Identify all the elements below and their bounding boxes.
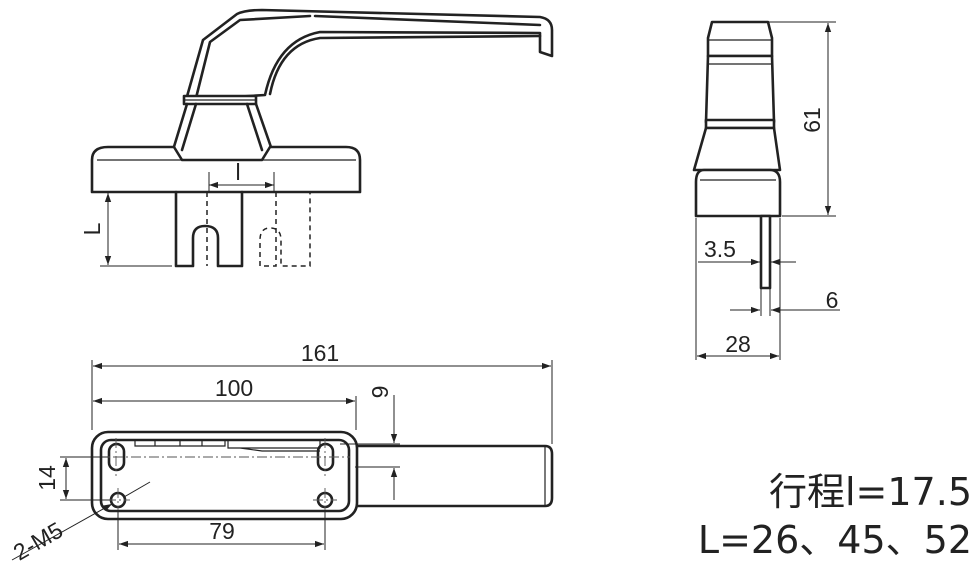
front-view: l L	[79, 8, 554, 268]
bottom-base-outer	[90, 430, 359, 521]
dim-2-M5: 2-M5	[9, 517, 67, 565]
side-top-cap	[706, 20, 774, 58]
dim-l: l	[235, 159, 240, 185]
dim-6: 6	[826, 287, 839, 313]
lever-arm	[184, 8, 554, 102]
bottom-view: 161 100 9 14 79 2-M5	[9, 340, 554, 565]
side-spindle	[759, 214, 772, 290]
dim-L: L	[79, 222, 105, 235]
bottom-lever	[352, 444, 554, 508]
dim-61: 61	[799, 107, 825, 133]
side-upper-body	[704, 54, 776, 124]
base-plate	[90, 145, 362, 194]
dim-79: 79	[209, 518, 235, 544]
phantom-tab	[206, 192, 311, 267]
spindle-tab	[174, 190, 244, 268]
dim-100: 100	[215, 375, 253, 401]
spec-lengths: L=26、45、52	[698, 518, 972, 562]
lever-arm-inner	[194, 14, 542, 100]
dim-28: 28	[725, 331, 751, 357]
dim-14: 14	[34, 465, 60, 491]
dim-9: 9	[367, 386, 393, 399]
side-lower-body	[692, 126, 782, 172]
dim-3-5: 3.5	[704, 236, 736, 262]
side-view: 61 3.5 6 28	[692, 20, 840, 360]
handle-neck	[171, 102, 274, 152]
spec-stroke: 行程l=17.5	[769, 470, 972, 514]
side-base	[694, 168, 782, 218]
dim-161: 161	[301, 340, 339, 366]
